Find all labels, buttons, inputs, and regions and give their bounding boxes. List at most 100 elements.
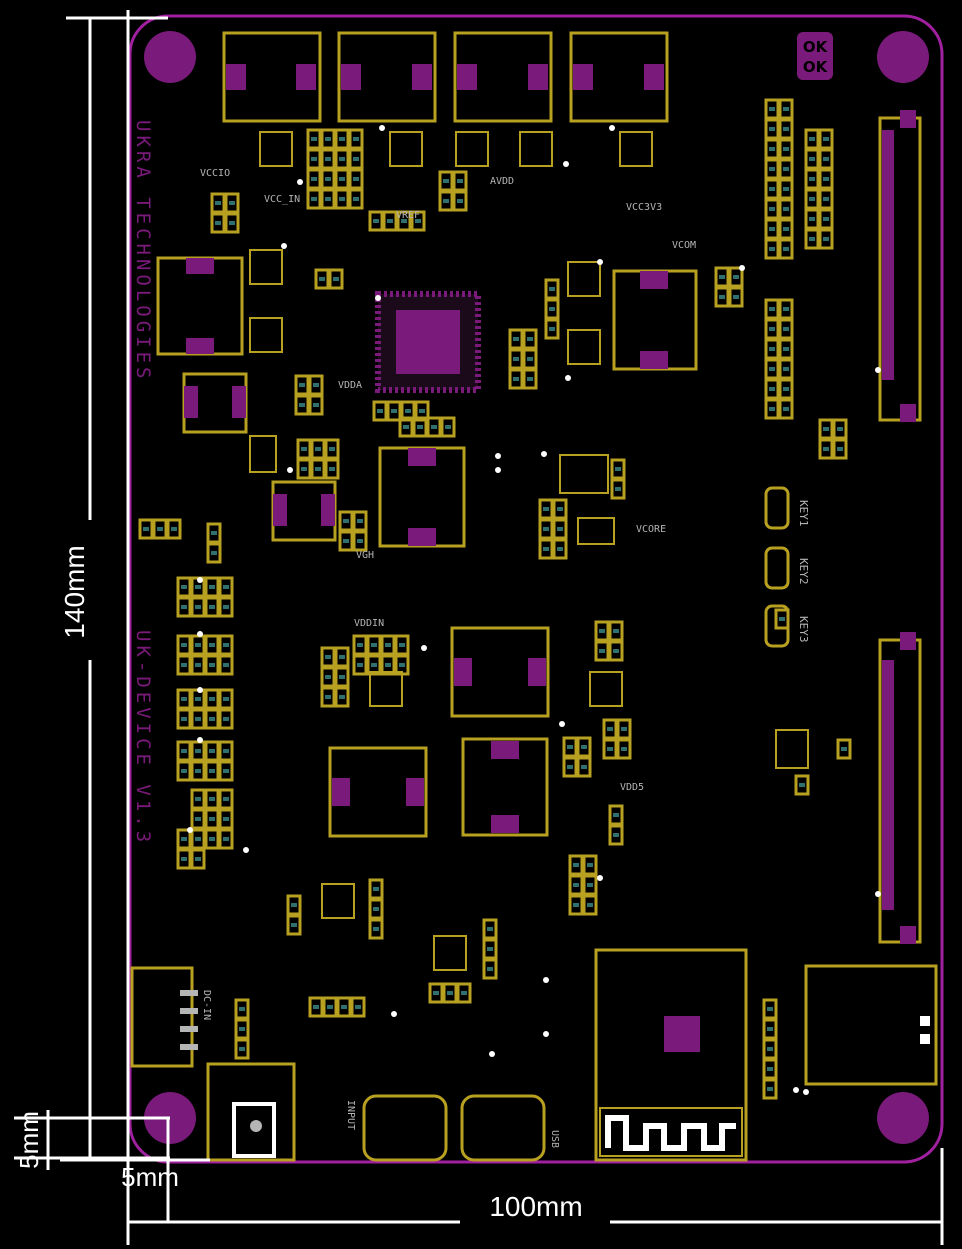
via-dot — [597, 875, 603, 881]
smd-part-body — [143, 527, 149, 531]
smd-part — [452, 190, 468, 212]
smd-part — [426, 416, 442, 438]
sd-card-slot — [804, 964, 938, 1086]
smd-part-body — [343, 519, 349, 523]
smd-part-body — [325, 675, 331, 679]
smd-part-body — [181, 837, 187, 841]
smd-part — [836, 738, 852, 760]
smd-part — [366, 634, 382, 656]
smd-part — [778, 218, 794, 240]
smd-part-body — [339, 137, 345, 141]
smd-part — [552, 498, 568, 520]
ref-label-vccio: VCCIO — [200, 168, 230, 179]
smd-part-body — [329, 467, 335, 471]
smd-part — [176, 708, 192, 730]
smd-part-body — [357, 519, 363, 523]
smd-part — [368, 898, 384, 920]
smd-part — [482, 918, 498, 940]
smd-part — [764, 338, 780, 360]
smd-part — [440, 416, 456, 438]
smd-part — [314, 268, 330, 290]
smd-part-body — [195, 643, 201, 647]
smd-part-body — [223, 769, 229, 773]
smd-part — [482, 938, 498, 960]
smd-part-body — [371, 643, 377, 647]
smd-part-body — [223, 585, 229, 589]
smd-part — [764, 318, 780, 340]
smd-part — [320, 666, 336, 688]
smd-part-body — [291, 903, 297, 907]
ref-label-vddin: VDDIN — [354, 618, 384, 629]
smd-part-body — [769, 107, 775, 111]
smd-part-body — [581, 765, 587, 769]
via-dot — [287, 467, 293, 473]
smd-part-body — [209, 643, 215, 647]
smd-part-body — [211, 551, 217, 555]
smd-part — [762, 1018, 778, 1040]
smd-part-body — [181, 717, 187, 721]
smd-part — [204, 760, 220, 782]
smd-part-body — [823, 237, 829, 241]
smd-part-body — [325, 695, 331, 699]
smd-part-body — [613, 833, 619, 837]
smd-part — [324, 438, 340, 460]
via-dot — [421, 645, 427, 651]
smd-part — [562, 756, 578, 778]
smd-part — [400, 400, 416, 422]
smd-part-body — [557, 507, 563, 511]
smd-part-body — [567, 745, 573, 749]
smd-part-body — [223, 663, 229, 667]
smd-part-body — [573, 863, 579, 867]
smd-part-body — [181, 769, 187, 773]
board-name-label: UK-DEVICE V1.3 — [132, 630, 154, 846]
smd-part-body — [223, 643, 229, 647]
brand-logo: OK OK — [797, 32, 833, 80]
smd-part — [764, 158, 780, 180]
smd-part — [608, 620, 624, 642]
smd-part-body — [319, 277, 325, 281]
smd-part — [552, 538, 568, 560]
smd-part — [610, 458, 626, 480]
smd-part — [582, 874, 598, 896]
smd-part — [218, 596, 234, 618]
smd-part-body — [549, 307, 555, 311]
smd-part-body — [325, 177, 331, 181]
smd-part — [380, 654, 396, 676]
smd-part — [204, 808, 220, 830]
smd-part-body — [783, 327, 789, 331]
top-inductor-pads — [226, 64, 664, 90]
smd-part-body — [783, 387, 789, 391]
smd-part — [204, 788, 220, 810]
smd-part — [176, 828, 192, 850]
smd-part — [778, 178, 794, 200]
passive-components — [138, 98, 881, 1100]
vendor-label: UKRA TECHNOLOGIES — [132, 120, 154, 382]
smd-part-body — [443, 179, 449, 183]
via-dot — [197, 737, 203, 743]
smd-part-body — [783, 207, 789, 211]
smd-part-body — [487, 967, 493, 971]
smd-part — [176, 848, 192, 870]
smd-part — [320, 686, 336, 708]
smd-part-body — [339, 177, 345, 181]
smd-part-body — [399, 663, 405, 667]
smd-part — [508, 368, 524, 390]
smd-part — [190, 708, 206, 730]
smd-part-body — [195, 717, 201, 721]
smd-part — [334, 148, 350, 170]
smd-part — [218, 688, 234, 710]
dimension-lines — [14, 10, 944, 1245]
smd-part — [582, 854, 598, 876]
smd-part — [334, 188, 350, 210]
smd-part-body — [513, 337, 519, 341]
smd-part — [218, 808, 234, 830]
smd-part-body — [769, 327, 775, 331]
smd-part-body — [769, 387, 775, 391]
smd-part — [616, 738, 632, 760]
smd-part — [538, 518, 554, 540]
via-dot — [609, 125, 615, 131]
smd-part — [352, 510, 368, 532]
ref-label-avdd: AVDD — [490, 176, 514, 187]
smd-part — [218, 654, 234, 676]
